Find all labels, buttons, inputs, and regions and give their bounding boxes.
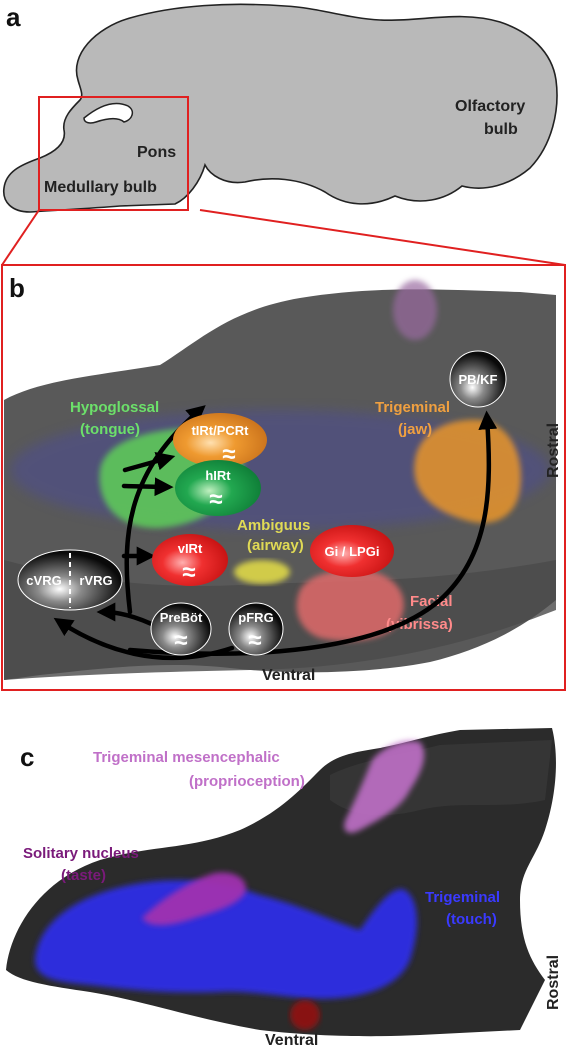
brain-notch	[83, 102, 134, 124]
zoom-line-right	[199, 209, 566, 266]
touch-sub: (touch)	[446, 911, 497, 928]
trigeminal-label: Trigeminal	[375, 399, 450, 416]
trig-mes-region	[344, 740, 425, 833]
nucleus-vrg: cVRG rVRG	[17, 549, 123, 611]
nucleus-preboti: PreBöt ≈	[150, 602, 212, 656]
pons-label: Pons	[137, 144, 176, 161]
nucleus-pbkf: PB/KF	[449, 350, 507, 408]
nucleus-tirt: tIRt/PCRt ≈	[173, 413, 267, 468]
panel-c-label: c	[20, 742, 34, 772]
solitary-region	[142, 872, 246, 926]
olfactory-label-2: bulb	[484, 121, 518, 138]
arrow-to-tirt	[122, 451, 176, 473]
solitary-label: Solitary nucleus	[23, 845, 139, 862]
svg-text:PB/KF: PB/KF	[459, 372, 498, 387]
svg-text:tIRt/PCRt: tIRt/PCRt	[191, 423, 249, 438]
panel-b-label: b	[9, 273, 25, 303]
touch-label: Trigeminal	[425, 889, 500, 906]
nucleus-virt: vIRt ≈	[152, 534, 228, 586]
ambiguus-sub: (airway)	[247, 537, 304, 554]
trigeminal-region	[414, 419, 521, 523]
arrow-to-hirt	[121, 477, 174, 497]
svg-text:cVRG: cVRG	[26, 573, 61, 588]
zoom-line-left	[1, 209, 40, 266]
svg-text:Gi / LPGi: Gi / LPGi	[325, 544, 380, 559]
pink-blob	[393, 280, 437, 340]
rostral-label-c: Rostral	[545, 955, 562, 1010]
ambiguus-label: Ambiguus	[237, 517, 310, 534]
svg-text:pFRG: pFRG	[238, 610, 273, 625]
svg-text:vIRt: vIRt	[178, 541, 203, 556]
svg-text:≈: ≈	[174, 627, 187, 654]
trigeminal-sub: (jaw)	[398, 421, 432, 438]
arrow-to-pbkf	[127, 410, 498, 656]
facial-sub: (vibrissa)	[386, 616, 453, 633]
svg-text:≈: ≈	[182, 559, 195, 586]
hypoglossal-label: Hypoglossal	[70, 399, 159, 416]
svg-text:≈: ≈	[248, 627, 261, 654]
trig-mes-sub: (proprioception)	[189, 773, 305, 790]
hypoglossal-sub: (tongue)	[80, 421, 140, 438]
nucleus-hirt: hIRt ≈	[175, 460, 261, 516]
facial-region	[296, 569, 404, 641]
brain-outline	[3, 3, 558, 213]
svg-text:rVRG: rVRG	[79, 573, 112, 588]
touch-region	[35, 880, 417, 999]
trig-mes-label: Trigeminal mesencephalic	[93, 749, 280, 766]
ventral-label-b: Ventral	[262, 667, 315, 684]
panel-a-label: a	[6, 2, 21, 32]
svg-text:hIRt: hIRt	[205, 468, 231, 483]
svg-text:PreBöt: PreBöt	[160, 610, 203, 625]
ventral-label-c: Ventral	[265, 1032, 318, 1049]
medullary-label: Medullary bulb	[44, 179, 157, 196]
olfactory-label: Olfactory	[455, 98, 525, 115]
nucleus-pfrg: pFRG ≈	[228, 602, 284, 656]
ambiguus-region	[234, 560, 290, 584]
rostral-label-b: Rostral	[545, 423, 562, 478]
nucleus-gi: Gi / LPGi	[310, 525, 394, 577]
svg-text:≈: ≈	[209, 486, 222, 513]
bottom-red-spot	[290, 1000, 320, 1030]
solitary-sub: (taste)	[61, 867, 106, 884]
zoom-box	[38, 96, 189, 211]
